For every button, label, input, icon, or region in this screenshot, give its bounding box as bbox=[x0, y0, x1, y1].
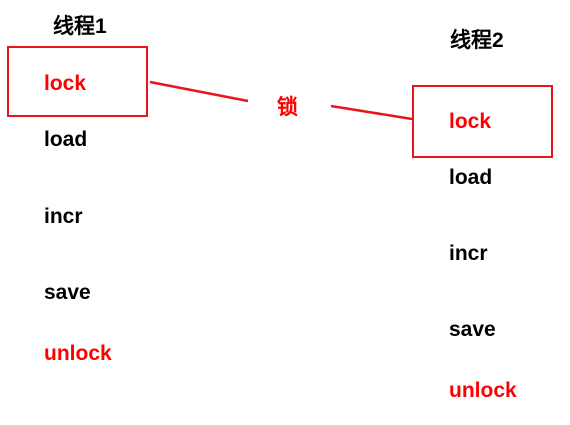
thread1-step-save: save bbox=[44, 281, 91, 304]
thread2-title: 线程2 bbox=[450, 29, 504, 52]
connector-thread1-lock bbox=[149, 80, 249, 103]
thread1-step-unlock: unlock bbox=[44, 342, 112, 365]
thread1-step-incr: incr bbox=[44, 205, 83, 228]
thread2-step-unlock: unlock bbox=[449, 379, 517, 402]
thread2-step-incr: incr bbox=[449, 242, 488, 265]
lock-label: 锁 bbox=[277, 96, 298, 119]
thread1-step-load: load bbox=[44, 128, 88, 151]
thread2-step-lock: lock bbox=[449, 110, 492, 133]
thread1-step-lock: lock bbox=[44, 72, 87, 95]
thread2-step-save: save bbox=[449, 318, 496, 341]
thread1-lock-box bbox=[7, 46, 148, 117]
thread2-lock-box bbox=[412, 85, 553, 158]
thread1-title: 线程1 bbox=[53, 15, 107, 38]
thread2-step-load: load bbox=[449, 166, 493, 189]
connector-thread2-lock bbox=[330, 104, 413, 121]
